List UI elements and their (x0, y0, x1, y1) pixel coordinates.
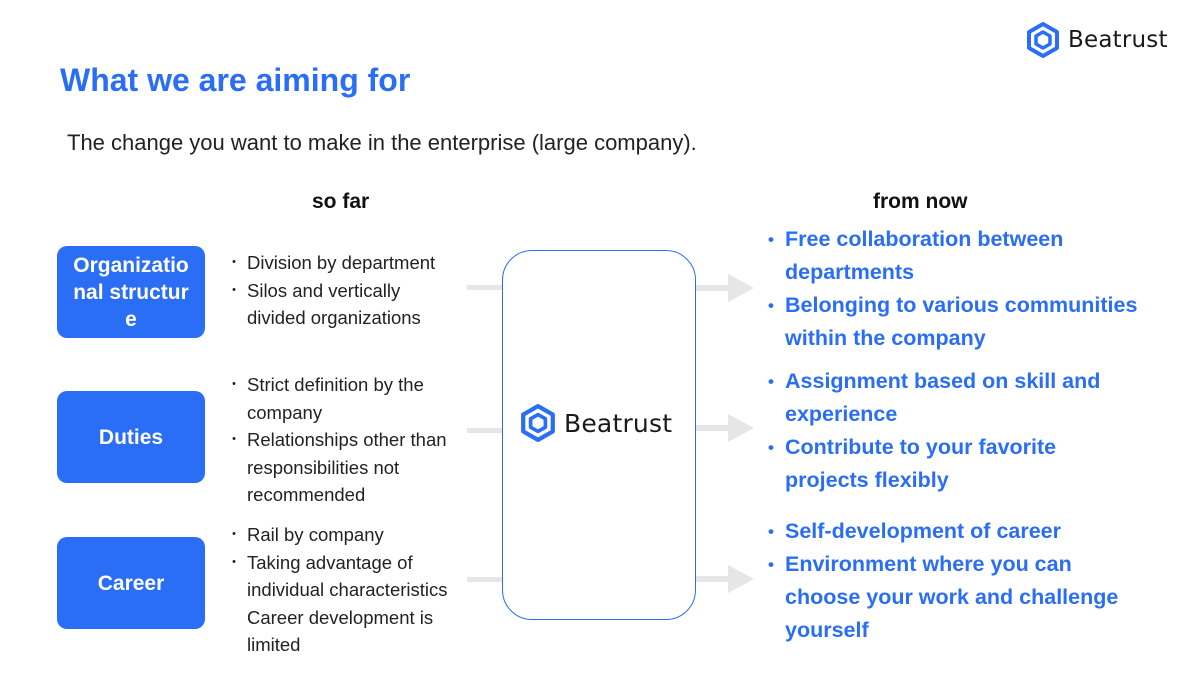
column-header-from-now: from now (873, 190, 968, 213)
connector-line (467, 428, 503, 433)
list-item: Self-development of career (768, 515, 1138, 548)
brand-name: Beatrust (564, 408, 673, 438)
so-far-list-organizational: Division by department Silos and vertica… (227, 249, 451, 332)
list-item: Free collaboration between departments (768, 223, 1148, 289)
beatrust-platform-box (502, 250, 696, 620)
column-header-so-far: so far (312, 190, 370, 213)
category-duties: Duties (57, 391, 205, 483)
category-label: Duties (98, 425, 164, 449)
from-now-list-career: Self-development of career Environment w… (768, 515, 1138, 647)
arrow-right-icon (696, 414, 754, 442)
list-item: Contribute to your favorite projects fle… (768, 431, 1118, 497)
list-item-continuation: Career development is limited (247, 606, 434, 656)
center-brand-logo: Beatrust (520, 404, 672, 442)
list-item: Environment where you can choose your wo… (768, 548, 1138, 647)
page-subtitle: The change you want to make in the enter… (67, 130, 697, 155)
brand-name: Beatrust (1068, 27, 1168, 53)
so-far-list-career: Rail by company Taking advantage of indi… (227, 521, 476, 659)
list-item: Rail by company (227, 521, 476, 549)
category-organizational-structure: Organizational structure (57, 246, 205, 338)
list-item: Silos and vertically divided organizatio… (227, 277, 451, 332)
hexagon-logo-icon (521, 404, 555, 442)
category-label: Organizational structure (73, 253, 189, 331)
category-label: Career (97, 571, 165, 595)
from-now-list-organizational: Free collaboration between departments B… (768, 223, 1148, 355)
arrow-right-icon (696, 565, 754, 593)
list-item: Strict definition by the company (227, 371, 471, 426)
connector-line (467, 577, 503, 582)
hexagon-logo-icon (1027, 22, 1059, 58)
list-item: Division by department (227, 249, 451, 277)
arrow-right-icon (696, 274, 754, 302)
from-now-list-duties: Assignment based on skill and experience… (768, 365, 1118, 497)
so-far-list-duties: Strict definition by the company Relatio… (227, 371, 471, 509)
brand-logo: Beatrust (1026, 22, 1168, 58)
list-item: Relationships other than responsibilitie… (227, 426, 471, 509)
list-item: Assignment based on skill and experience (768, 365, 1118, 431)
category-career: Career (57, 537, 205, 629)
page-title: What we are aiming for (60, 62, 411, 98)
list-item: Belonging to various communities within … (768, 289, 1148, 355)
list-item: Taking advantage of individual character… (227, 549, 476, 604)
connector-line (467, 285, 503, 290)
